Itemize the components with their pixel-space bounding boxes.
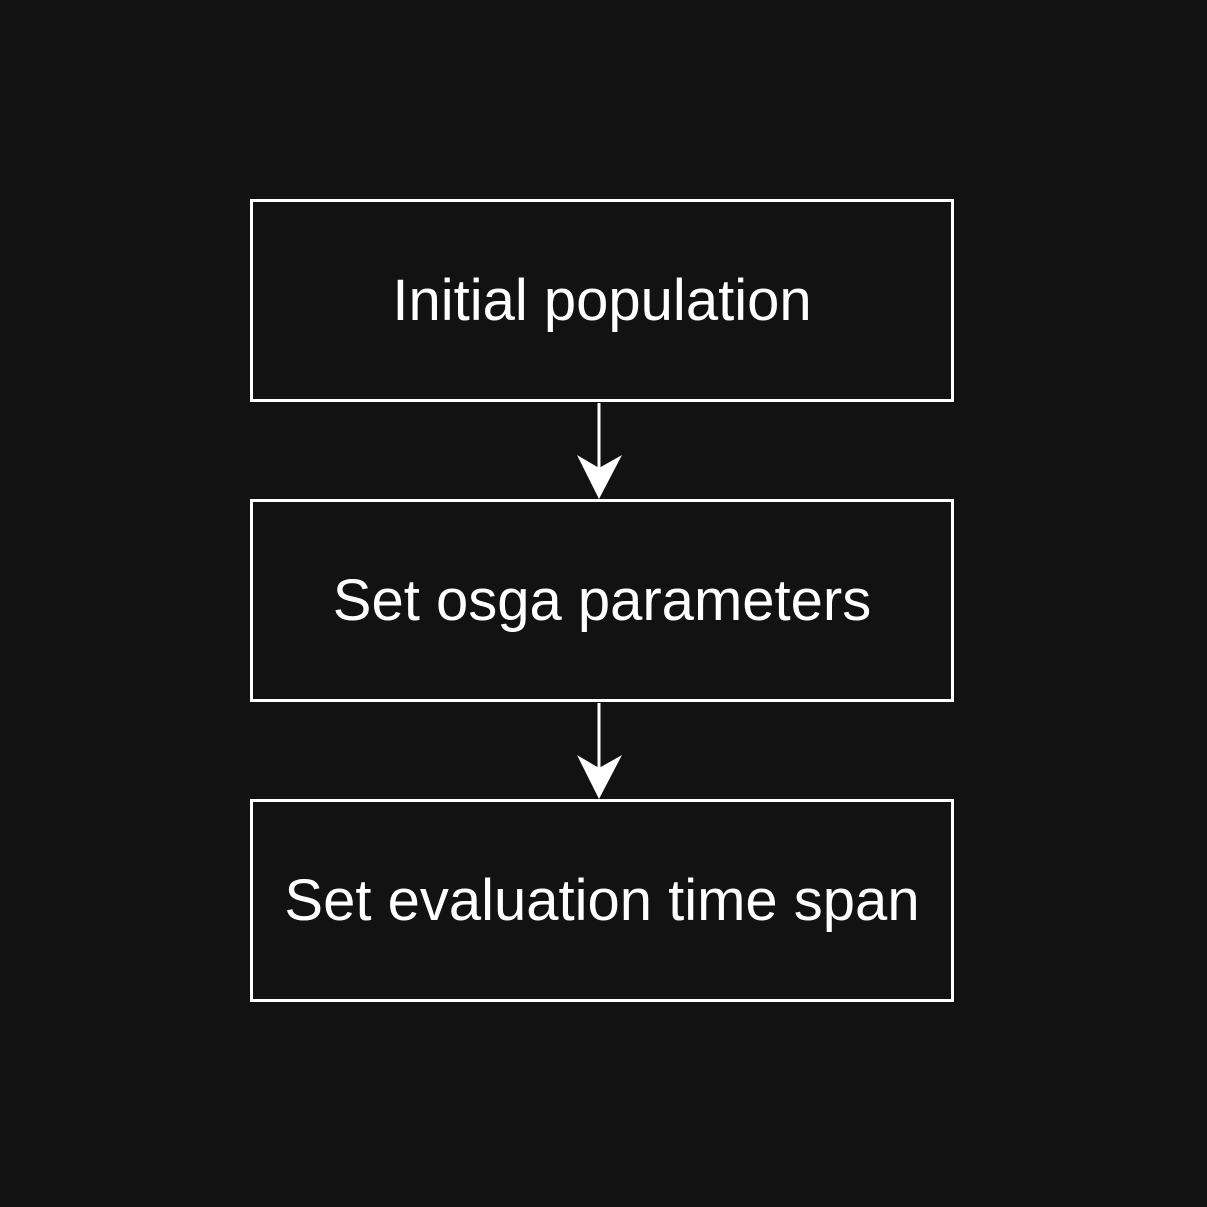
step-label: Set osga parameters — [332, 567, 872, 633]
step-set-evaluation-time-span: Set evaluation time span — [250, 799, 954, 1002]
step-label: Set evaluation time span — [284, 867, 920, 933]
step-set-osga-parameters: Set osga parameters — [250, 499, 954, 702]
step-initial-population: Initial population — [250, 199, 954, 402]
arrow-step1-to-step2 — [577, 403, 622, 499]
step-label: Initial population — [392, 267, 812, 333]
arrow-step2-to-step3 — [577, 703, 622, 799]
